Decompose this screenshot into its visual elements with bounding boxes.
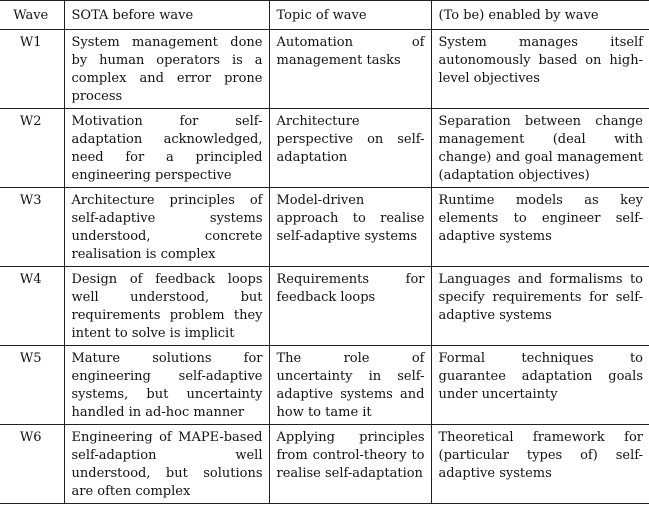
cell-sota: Motivation for self-adaptation acknowled… xyxy=(63,108,269,188)
cell-sota: Design of feedback loops well understood… xyxy=(63,266,269,346)
header-sota: SOTA before wave xyxy=(63,0,269,30)
cell-enabled: System manages itself autonomously based… xyxy=(430,29,649,109)
cell-enabled: Separation between change management (de… xyxy=(430,108,649,188)
waves-table: Wave SOTA before wave Topic of wave (To … xyxy=(0,0,649,504)
cell-wave: W5 xyxy=(0,345,64,425)
table-body: W1 System management done by human opera… xyxy=(0,29,649,504)
header-wave: Wave xyxy=(0,0,64,30)
header-topic: Topic of wave xyxy=(268,0,431,30)
cell-enabled: Languages and formalisms to specify requ… xyxy=(430,266,649,346)
header-row: Wave SOTA before wave Topic of wave (To … xyxy=(0,0,649,30)
cell-wave: W3 xyxy=(0,187,64,267)
table-row: W6 Engineering of MAPE-based self-adapti… xyxy=(0,424,649,504)
cell-sota: System management done by human operator… xyxy=(63,29,269,109)
cell-topic: Model-driven approach to realise self-ad… xyxy=(268,187,431,267)
table-row: W3 Architecture principles of self-adapt… xyxy=(0,187,649,267)
header-enabled: (To be) enabled by wave xyxy=(430,0,649,30)
table-row: W5 Mature solutions for engineering self… xyxy=(0,345,649,425)
cell-wave: W4 xyxy=(0,266,64,346)
cell-wave: W2 xyxy=(0,108,64,188)
table-header: Wave SOTA before wave Topic of wave (To … xyxy=(0,0,649,30)
cell-topic: Requirements for feedback loops xyxy=(268,266,431,346)
cell-sota: Engineering of MAPE-based self-adaption … xyxy=(63,424,269,504)
cell-enabled: Formal techniques to guarantee adaptatio… xyxy=(430,345,649,425)
cell-enabled: Runtime models as key elements to engine… xyxy=(430,187,649,267)
cell-topic: Applying principles from control-theory … xyxy=(268,424,431,504)
cell-enabled: Theoretical framework for (particular ty… xyxy=(430,424,649,504)
cell-topic: Automation of management tasks xyxy=(268,29,431,109)
cell-topic: The role of uncertainty in self-adaptive… xyxy=(268,345,431,425)
cell-sota: Mature solutions for engineering self-ad… xyxy=(63,345,269,425)
table-row: W2 Motivation for self-adaptation acknow… xyxy=(0,108,649,188)
table-row: W1 System management done by human opera… xyxy=(0,29,649,109)
cell-topic: Architecture perspective on self-adaptat… xyxy=(268,108,431,188)
cell-wave: W6 xyxy=(0,424,64,504)
table-row: W4 Design of feedback loops well underst… xyxy=(0,266,649,346)
cell-wave: W1 xyxy=(0,29,64,109)
cell-sota: Architecture principles of self-adaptive… xyxy=(63,187,269,267)
